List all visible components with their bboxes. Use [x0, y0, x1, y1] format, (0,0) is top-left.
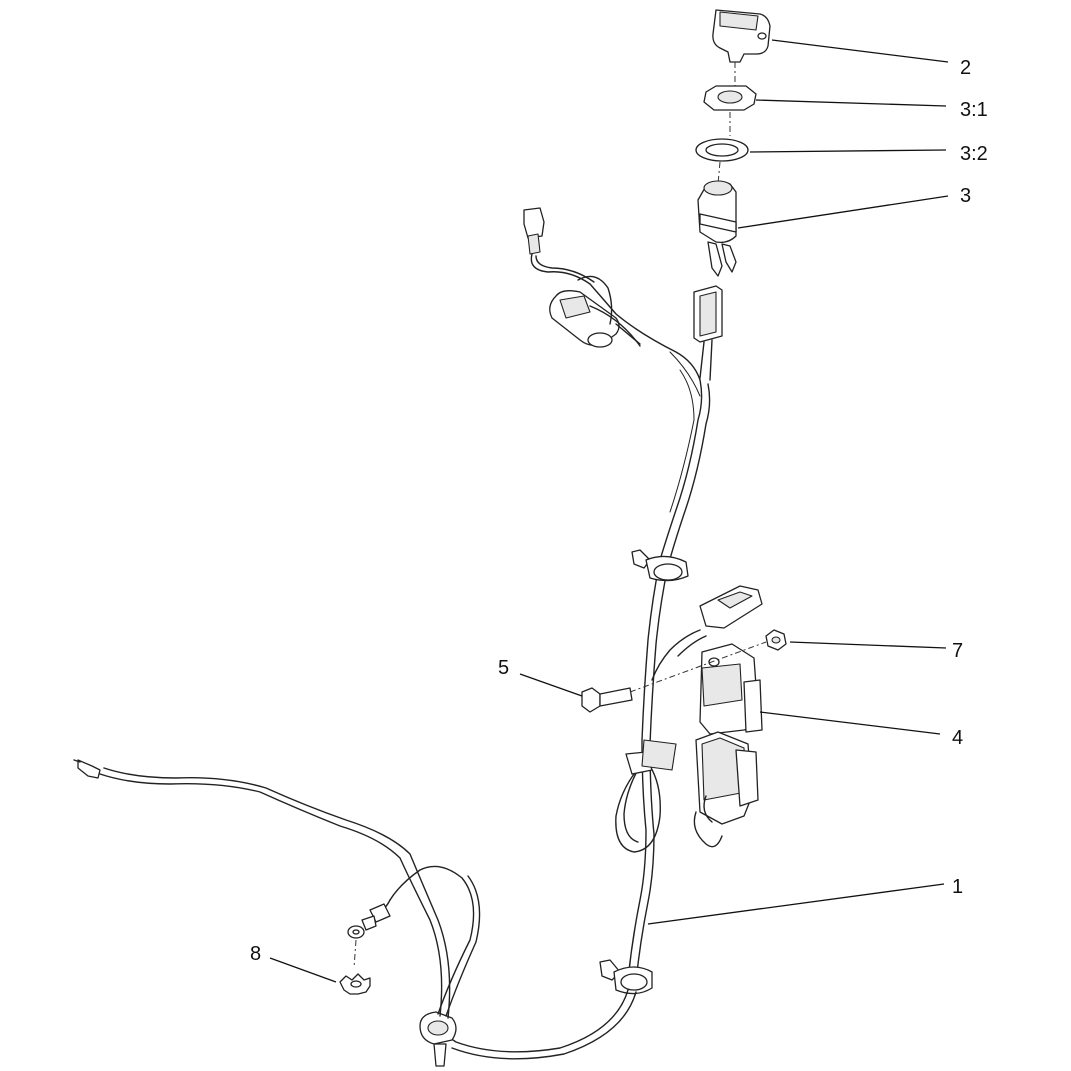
callout-8: 8: [250, 943, 261, 965]
lower-clamp: [599, 959, 653, 995]
part-3-2-washer: [695, 138, 749, 185]
main-harness-trunk: [627, 351, 711, 983]
part-5-bolt: [581, 687, 633, 713]
callout-2: 2: [960, 57, 971, 79]
bottom-harness: [73, 759, 637, 1067]
part-2-key: [712, 9, 771, 86]
leader-lines: [269, 39, 949, 983]
wire-loop: [615, 739, 677, 853]
ring-terminal: [347, 899, 391, 969]
callout-1: 1: [952, 876, 963, 898]
upper-connector: [693, 285, 723, 381]
part-3-1-nut: [703, 85, 757, 136]
callout-3: 3: [960, 185, 971, 207]
bolt-axis: [629, 641, 767, 693]
fuse-branch: [523, 207, 701, 381]
upper-clamp: [631, 549, 689, 582]
relay-block: [693, 731, 759, 848]
callout-3-1: 3:1: [960, 99, 988, 121]
part-4-connector: [651, 585, 763, 735]
callout-5: 5: [498, 657, 509, 679]
part-8-star-washer: [339, 973, 371, 995]
part-3-switch: [697, 180, 737, 277]
callout-7: 7: [952, 640, 963, 662]
callout-4: 4: [952, 727, 963, 749]
callout-3-2: 3:2: [960, 143, 988, 165]
callouts: 2 3:1 3:2 3 7 5 4 1 8: [250, 57, 988, 965]
part-7-nut: [765, 629, 787, 651]
